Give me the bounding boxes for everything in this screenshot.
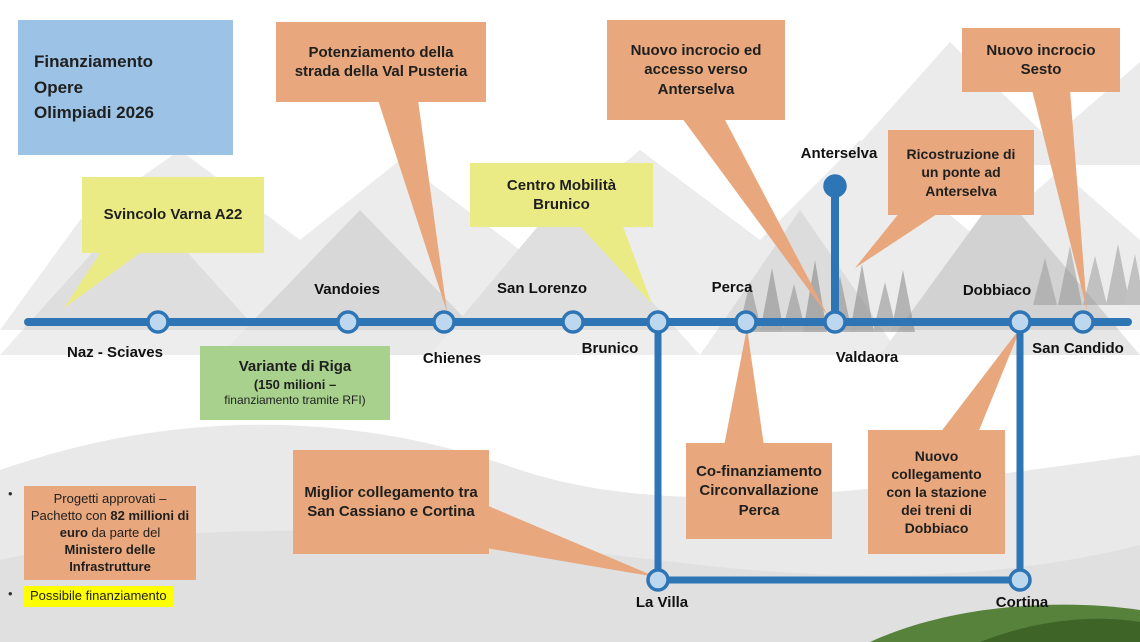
tail-incrocio-anterselva [682,118,828,316]
node-brunico [646,310,670,334]
callout-ponte-anterselva: Ricostruzione di un ponte ad Anterselva [888,130,1034,215]
station-label-naz-sciaves: Naz - Sciaves [67,344,163,361]
tail-potenziamento [378,100,447,312]
bullet-icon: • [8,586,13,602]
node-dobbiaco [1008,310,1032,334]
station-label-anterselva: Anterselva [800,145,878,162]
variante-riga-line2: (150 milioni – [253,376,337,392]
node-naz-sciaves [146,310,170,334]
title-box: Finanziamento Opere Olimpiadi 2026 [18,20,233,155]
station-label-valdaora: Valdaora [835,349,899,366]
tail-collegamento-dobbiaco [940,327,1021,433]
callout-incrocio-anterselva: Nuovo incrocio ed accesso verso Antersel… [607,20,785,120]
tail-cofinanziamento-perca [724,328,764,446]
station-label-brunico: Brunico [581,340,639,357]
tail-incrocio-sesto [1032,90,1087,310]
title-line1: Finanziamento [34,52,154,72]
grass-hill [870,604,1140,642]
station-label-san-lorenzo: San Lorenzo [496,280,588,297]
node-san-candido [1071,310,1095,334]
callout-cofinanziamento-perca: Co-finanziamento Circonvallazione Perca [686,443,832,539]
station-label-san-candido: San Candido [1032,340,1124,357]
callout-svincolo-varna: Svincolo Varna A22 [82,177,264,253]
node-san-lorenzo [561,310,585,334]
callout-potenziamento-pusteria: Potenziamento della strada della Val Pus… [276,22,486,102]
node-cortina [1008,568,1032,592]
station-label-chienes: Chienes [422,350,482,367]
legend-approved-text-mid: da parte del [87,524,161,540]
callout-variante-riga: Variante di Riga (150 milioni – finanzia… [200,346,390,420]
legend-possible-box: Possibile finanziamento [24,586,173,608]
variante-riga-line3: finanziamento tramite RFI) [224,393,366,408]
tail-centro-mobilita [578,224,652,304]
station-label-dobbiaco: Dobbiaco [962,282,1032,299]
node-perca [734,310,758,334]
tail-miglior-collegamento [486,505,656,577]
callout-incrocio-sesto: Nuovo incrocio Sesto [962,28,1120,92]
node-chienes [432,310,456,334]
tail-svincolo-varna [64,250,144,308]
tail-ponte-anterselva [855,212,940,268]
legend-item-possible: • Possibile finanziamento [8,586,208,608]
title-line3: Olimpiadi 2026 [34,103,154,123]
node-anterselva [823,174,847,198]
legend-item-approved: • Progetti approvati – Pachetto con 82 m… [8,486,208,581]
node-valdaora [823,310,847,334]
callout-collegamento-dobbiaco: Nuovo collegamento con la stazione dei t… [868,430,1005,554]
variante-riga-title: Variante di Riga [238,358,352,375]
legend-approved-box: Progetti approvati – Pachetto con 82 mil… [24,486,196,581]
station-label-cortina: Cortina [995,594,1049,611]
legend-approved-text-bold1: 82 millioni di euro [59,507,190,540]
node-vandoies [336,310,360,334]
station-label-vandoies: Vandoies [314,281,380,298]
foreground-hills [0,424,1140,642]
callout-miglior-collegamento: Miglior collegamento tra San Cassiano e … [293,450,489,554]
evergreen-trees-right [1033,244,1140,305]
legend-approved-text-bold2: Ministero delle Infrastrutture [64,541,156,574]
station-label-perca: Perca [711,279,753,296]
bullet-icon: • [8,486,13,501]
legend-approved-text-pre: Progetti approvati – Pachetto con [30,491,167,523]
title-line2: Opere [34,77,84,97]
node-la-villa [646,568,670,592]
legend: • Progetti approvati – Pachetto con 82 m… [8,486,208,613]
callout-centro-mobilita: Centro Mobilità Brunico [470,163,653,227]
station-label-la-villa: La Villa [635,594,689,611]
